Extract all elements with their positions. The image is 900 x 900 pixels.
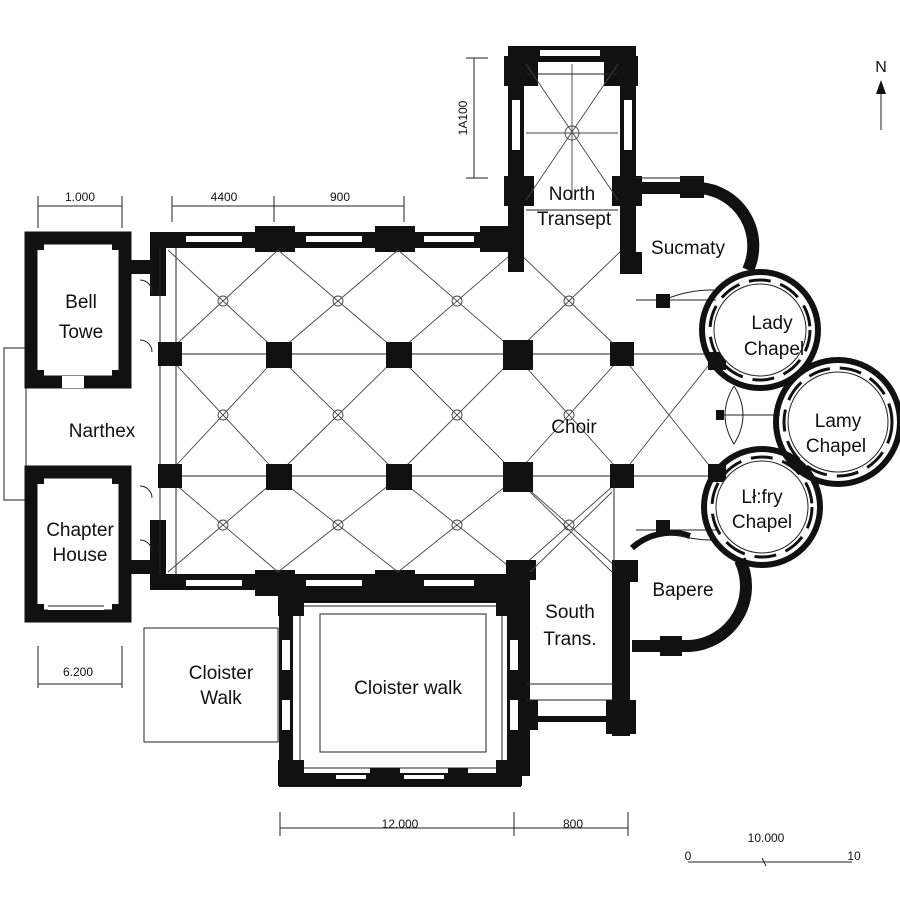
dim-bottom-left: 6.200 xyxy=(63,665,93,679)
bell-tower-label-2: Towe xyxy=(59,322,103,343)
choir-label: Choir xyxy=(551,417,597,438)
north-transept-label-2: Transept xyxy=(537,209,612,230)
lamy-chapel-label-2: Chapel xyxy=(806,436,866,457)
north-transept xyxy=(504,46,642,272)
lady-chapel-label-2: Chapel xyxy=(744,339,804,360)
cloister-walk-left-label-2: Walk xyxy=(200,688,242,709)
north-transept-label-1: North xyxy=(549,184,595,205)
narthex-doors xyxy=(139,279,153,553)
dim-transept-vertical: 1A100 xyxy=(456,100,470,135)
chapter-house-label-2: House xyxy=(53,545,108,566)
bell-tower-label-1: Bell xyxy=(65,292,97,313)
dim-top-left: 1.000 xyxy=(65,190,95,204)
ambulatory xyxy=(636,289,780,541)
dim-top-bay-1: 4400 xyxy=(211,190,238,204)
cloister xyxy=(143,589,522,787)
sacristy xyxy=(620,176,760,274)
bapere-label: Bapere xyxy=(652,580,713,601)
lamy-chapel-label-1: Lamy xyxy=(815,411,862,432)
north-arrow-label: N xyxy=(875,59,887,76)
vault-ribs xyxy=(167,125,717,573)
scale-bar-end: 10 xyxy=(847,849,861,863)
dimension-lines xyxy=(37,57,629,836)
scale-bar-start: 0 xyxy=(685,849,692,863)
bapere-chapel xyxy=(616,529,752,656)
scale-bar-label: 10.000 xyxy=(748,831,785,845)
chapter-house-label-1: Chapter xyxy=(46,520,114,541)
lady-chapel-label-1: Lady xyxy=(751,313,793,334)
dim-bottom-transept: 800 xyxy=(563,817,583,831)
aisle-lines xyxy=(159,248,720,574)
cloister-walk-left-label-1: Cloister xyxy=(189,663,254,684)
dim-bottom-cloister: 12.000 xyxy=(382,817,419,831)
piers xyxy=(158,340,726,492)
narthex-label: Narthex xyxy=(69,421,136,442)
cloister-walk-main-label: Cloister walk xyxy=(354,678,462,699)
chapter-house xyxy=(24,465,132,623)
dim-top-bay-2: 900 xyxy=(330,190,350,204)
south-transept-label-1: South xyxy=(545,602,595,623)
north-arrow xyxy=(876,80,886,130)
radiating-chapels xyxy=(699,269,900,568)
south-transept-label-2: Trans. xyxy=(543,629,596,650)
lifry-chapel-label-2: Chapel xyxy=(732,512,792,533)
sacristy-label: Sucmaty xyxy=(651,238,725,259)
scale-bar xyxy=(688,857,852,867)
bell-tower xyxy=(24,231,132,389)
lifry-chapel-label-1: Lł:fry xyxy=(741,487,783,508)
